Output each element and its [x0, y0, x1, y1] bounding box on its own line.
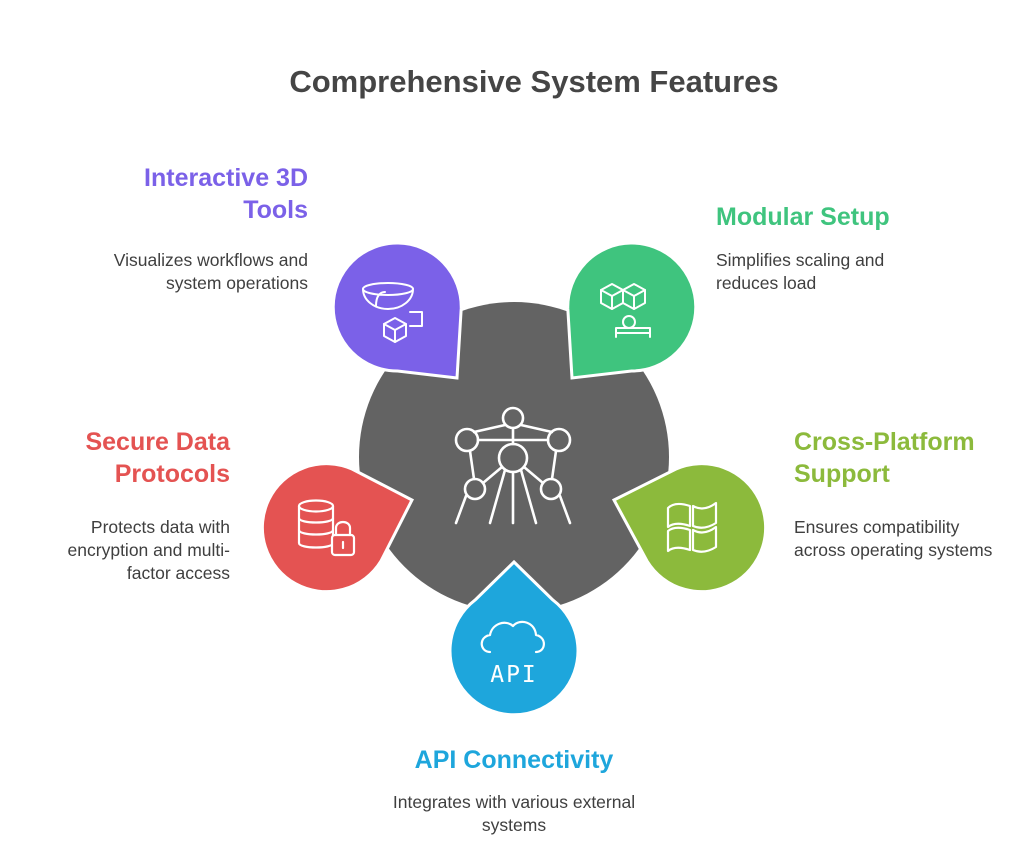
- center-hub: [359, 302, 669, 612]
- feature-drop-interactive-3d-tools: [331, 241, 463, 380]
- atomium-network-icon: [454, 406, 572, 525]
- feature-drop-api-connectivity: [448, 559, 580, 717]
- feature-drop-modular-setup: [566, 241, 698, 380]
- feature-description-secure-data-protocols: Protects data with encryption and multi-…: [67, 517, 230, 583]
- feature-drop-secure-data-protocols: [260, 462, 415, 594]
- api-icon-label: API: [490, 662, 538, 688]
- feature-title-modular-setup: Modular Setup: [716, 203, 890, 231]
- feature-description-cross-platform-support: Ensures compatibility across operating s…: [794, 517, 993, 560]
- feature-description-modular-setup: Simplifies scaling and reduces load: [716, 250, 885, 293]
- page-title: Comprehensive System Features: [289, 64, 779, 99]
- feature-title-interactive-3d-tools: Interactive 3D Tools: [144, 164, 308, 224]
- modular-blocks-icon: [600, 283, 651, 338]
- 3d-tools-icon: [362, 282, 423, 343]
- api-cloud-icon: [480, 620, 545, 654]
- feature-drop-cross-platform-support: [611, 462, 768, 594]
- feature-title-secure-data-protocols: Secure Data Protocols: [85, 428, 230, 488]
- feature-description-interactive-3d-tools: Visualizes workflows and system operatio…: [113, 250, 308, 293]
- feature-title-cross-platform-support: Cross-Platform Support: [794, 428, 975, 488]
- feature-title-api-connectivity: API Connectivity: [414, 746, 614, 774]
- windows-icon: [666, 501, 718, 553]
- database-lock-icon: [297, 499, 356, 557]
- feature-description-api-connectivity: Integrates with various external systems: [392, 792, 636, 835]
